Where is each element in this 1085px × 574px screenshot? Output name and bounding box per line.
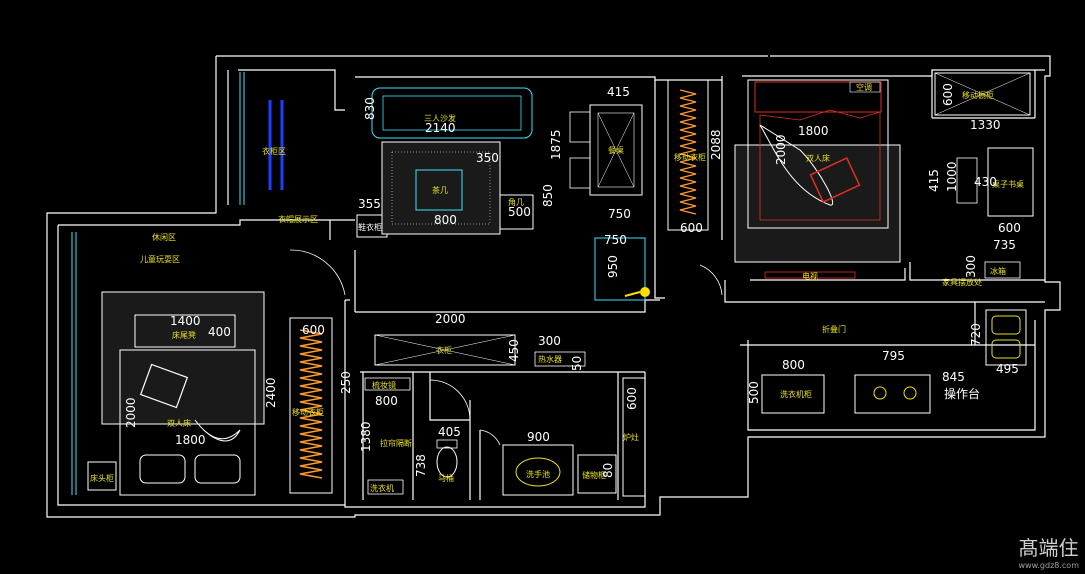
kitchen: 折叠门 800 500 洗衣机柜 795 845 操作台 495 720 (747, 309, 1027, 414)
study-area: 移动橱柜 600 1330 桌子书桌 430 1000 415 600 735 … (927, 72, 1034, 287)
dim-800b: 800 (375, 394, 398, 408)
tea-table-label: 茶几 (432, 185, 448, 195)
dim-900: 900 (527, 430, 550, 444)
double-bed-left-label: 双人床 (167, 418, 191, 428)
doors (289, 249, 723, 446)
heater-label: 热水器 (538, 354, 562, 364)
dim-2140: 2140 (425, 121, 456, 135)
dim-250: 250 (339, 371, 353, 394)
storage-cabinet-label: 储物柜 (582, 470, 606, 480)
left-bedroom: 休闲区 儿童玩耍区 1400 床尾凳 400 双人床 1800 2000 240… (71, 232, 333, 496)
dim-1875: 1875 (549, 129, 563, 160)
dim-2088: 2088 (709, 129, 723, 160)
sofa-label: 三人沙发 (424, 113, 456, 123)
air-conditioner-label: 空调 (856, 82, 872, 92)
bathroom: 衣柜 2000 450 300 热水器 50 梳妆镜 250 800 拉帘隔断 … (339, 312, 646, 497)
stove-label: 炉灶 (623, 432, 639, 442)
dim-2000c: 2000 (435, 312, 466, 326)
dim-355: 355 (358, 197, 381, 211)
operation-table-label: 操作台 (944, 386, 980, 401)
dim-405: 405 (438, 425, 461, 439)
clothes-storage-label: 衣柜 (436, 345, 452, 355)
dim-600b: 600 (941, 83, 955, 106)
dim-600e: 600 (625, 387, 639, 410)
dim-80: 80 (601, 463, 615, 478)
wash-basin-label: 洗手池 (526, 469, 550, 479)
wardrobe-zone-label: 衣柜区 (262, 146, 286, 156)
dim-735: 735 (993, 238, 1016, 252)
dim-1330: 1330 (970, 118, 1001, 132)
mid-wardrobe: 移动衣柜 2088 600 (667, 79, 723, 235)
dim-800c: 800 (782, 358, 805, 372)
dim-500a: 500 (508, 205, 531, 219)
dim-720: 720 (969, 323, 983, 346)
dim-450: 450 (507, 339, 521, 362)
dim-600d: 600 (302, 323, 325, 337)
kids-play-zone-label: 儿童玩耍区 (140, 254, 180, 264)
dim-2400: 2400 (264, 377, 278, 408)
dim-50: 50 (570, 356, 584, 371)
dim-2000b: 2000 (124, 397, 138, 428)
walls (46, 55, 1061, 518)
dim-750b: 750 (604, 233, 627, 247)
wardrobe-zone: 衣柜区 衣帽展示区 鞋衣柜 (239, 72, 388, 238)
shoe-cabinet-label: 鞋衣柜 (358, 222, 382, 232)
dim-400: 400 (208, 325, 231, 339)
dim-1800a: 1800 (798, 124, 829, 138)
dim-1400: 1400 (170, 314, 201, 328)
dim-800a: 800 (434, 213, 457, 227)
mobile-wardrobe-mid-label: 移动衣柜 (674, 152, 706, 162)
tv-cabinet-label: 电视 (802, 271, 818, 281)
dining-area: 餐桌 415 750 750 950 (569, 85, 650, 301)
dining-table-label: 餐桌 (608, 145, 624, 155)
dresser-label: 梳妆镜 (372, 380, 396, 390)
dim-738: 738 (414, 454, 428, 477)
watermark: 髙端住 www.gdz8.com (1018, 532, 1079, 570)
dim-415a: 415 (607, 85, 630, 99)
wardrobe-display-label: 衣帽展示区 (278, 214, 318, 224)
desk-label: 桌子书桌 (992, 179, 1024, 189)
shower-label: 拉帘隔断 (380, 438, 412, 448)
fridge-label: 冰箱 (990, 266, 1006, 276)
bed-end-stool-label: 床尾凳 (172, 330, 196, 340)
dim-750a: 750 (608, 207, 631, 221)
leisure-zone-label: 休闲区 (152, 232, 176, 242)
lamp-icon (640, 287, 650, 297)
right-bedroom: 空调 1800 2000 双人床 电视 (734, 79, 901, 281)
watermark-brand: 髙端住 (1018, 536, 1079, 560)
dim-1800b: 1800 (175, 433, 206, 447)
dim-1000: 1000 (945, 161, 959, 192)
dim-850: 850 (541, 184, 555, 207)
dim-1380: 1380 (359, 421, 373, 452)
double-bed-right-label: 双人床 (806, 153, 830, 163)
living-room: 三人沙发 830 2140 茶几 350 800 角几 500 355 1875… (358, 87, 563, 235)
dim-2000a: 2000 (774, 134, 788, 165)
dim-950: 950 (606, 255, 620, 278)
folding-door-label: 折叠门 (822, 324, 846, 334)
side-table-label: 角几 (508, 197, 524, 207)
dim-350: 350 (476, 151, 499, 165)
washing-machine-cab-label: 洗衣机柜 (780, 389, 812, 399)
dim-500b: 500 (747, 381, 761, 404)
dim-600a: 600 (680, 221, 703, 235)
dim-430: 430 (974, 175, 997, 189)
dim-415b: 415 (927, 169, 941, 192)
bed-stool-label: 床头柜 (90, 473, 114, 483)
dim-300b: 300 (538, 334, 561, 348)
storage-place-label: 家具摆放处 (942, 277, 982, 287)
watermark-url: www.gdz8.com (1018, 561, 1079, 570)
dim-830: 830 (363, 97, 377, 120)
dim-600c: 600 (998, 221, 1021, 235)
mobile-wardrobe-left-label: 移动衣柜 (292, 407, 324, 417)
toilet-label: 马桶 (438, 473, 454, 483)
mobile-cabinet-top-label: 移动橱柜 (962, 90, 994, 100)
dim-795: 795 (882, 349, 905, 363)
dim-495: 495 (996, 362, 1019, 376)
dim-845: 845 (942, 370, 965, 384)
dim-300a: 300 (964, 255, 978, 278)
wash-machine-label: 洗衣机 (370, 483, 394, 493)
